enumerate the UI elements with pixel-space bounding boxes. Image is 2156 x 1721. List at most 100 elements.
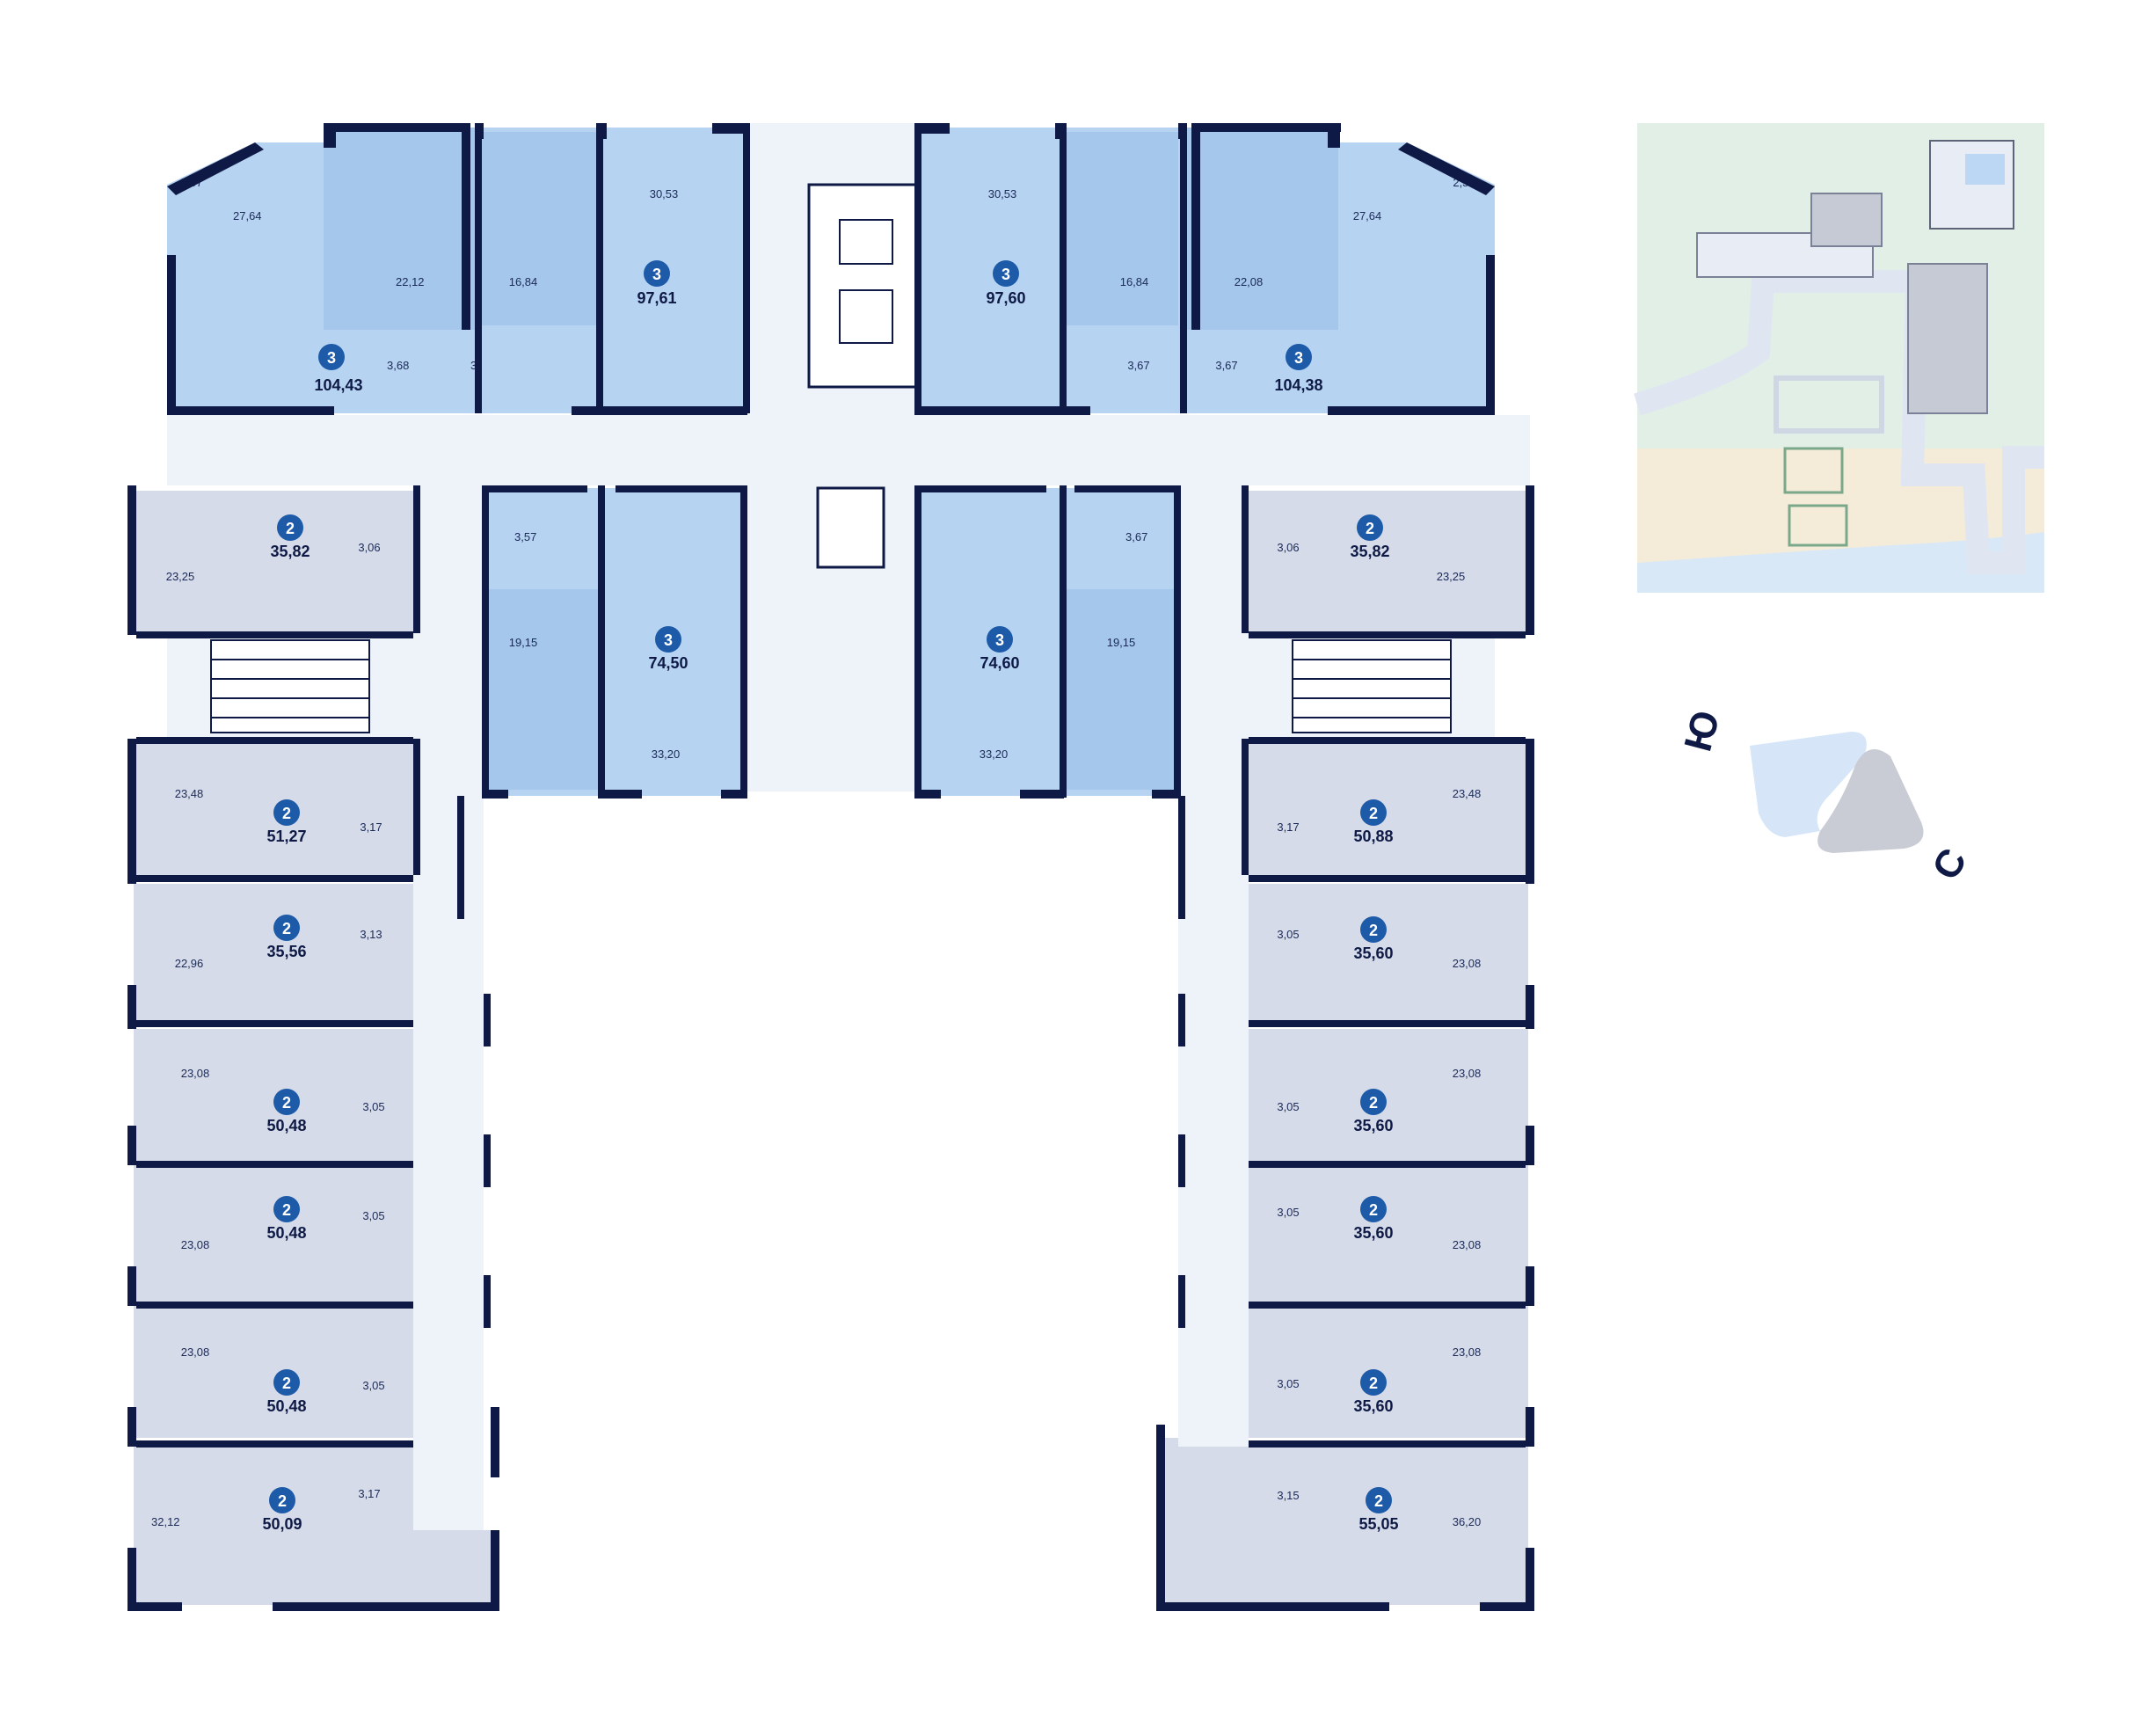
apartment-a4-rooms: 3 — [1294, 349, 1303, 367]
apartment-r7-fill — [1162, 1438, 1528, 1605]
apartment-a6-area-2: 33,20 — [980, 747, 1009, 761]
apartment-a6-badge-icon — [987, 626, 1013, 653]
apartment-r1[interactable]: 3,06 23,25 2 35,82 — [1249, 491, 1528, 631]
apartment-a3-area-1: 16,84 — [1120, 275, 1149, 288]
apartment-r4[interactable]: 3,05 23,08 2 35,60 — [1249, 1029, 1528, 1161]
apartment-l7-fill — [134, 1447, 499, 1605]
apartment-a2-rooms: 3 — [652, 266, 661, 283]
apartment-r3-fill — [1249, 884, 1528, 1020]
apartment-l1[interactable]: 23,25 3,06 2 35,82 — [134, 491, 413, 631]
apartment-a1-badge-icon — [318, 344, 345, 370]
apartment-l4-area: 50,48 — [266, 1117, 306, 1134]
apartment-l2[interactable]: 23,48 3,17 2 51,27 — [134, 743, 413, 875]
apartment-r6[interactable]: 3,05 23,08 2 35,60 — [1249, 1306, 1528, 1438]
apartment-r5[interactable]: 3,05 23,08 2 35,60 — [1249, 1165, 1528, 1302]
apartment-l6-area: 50,48 — [266, 1397, 306, 1415]
apartment-a2-room — [482, 132, 596, 325]
apartment-l6-fill — [134, 1306, 413, 1438]
apartment-r1-fill — [1249, 491, 1528, 631]
apartment-a1[interactable]: 2,57 27,64 22,12 3,68 3,88 3 104,43 — [167, 128, 492, 413]
compass-south-label: Ю — [1676, 706, 1728, 756]
apartment-l6[interactable]: 23,08 3,05 2 50,48 — [134, 1306, 413, 1438]
apartment-r3-rooms: 2 — [1369, 922, 1378, 939]
apartment-r2-area-1: 23,48 — [1453, 787, 1482, 800]
apartment-l7-area-1: 3,17 — [358, 1487, 380, 1500]
apartment-a4-area-0: 22,08 — [1235, 275, 1264, 288]
site-map — [1634, 123, 2044, 593]
apartment-r3-area-1: 23,08 — [1453, 957, 1482, 970]
apartment-l3-area: 35,56 — [266, 943, 306, 960]
apartment-a1-area-2: 22,12 — [396, 275, 425, 288]
apartment-l5[interactable]: 23,08 3,05 2 50,48 — [134, 1165, 413, 1302]
apartment-r4-badge-icon — [1360, 1089, 1387, 1115]
apartment-r2-fill — [1249, 743, 1528, 875]
apartment-l1-badge-icon — [277, 514, 303, 541]
apartment-r3[interactable]: 3,05 23,08 2 35,60 — [1249, 884, 1528, 1020]
walls — [127, 123, 1534, 1611]
apartment-a4-badge-icon — [1286, 344, 1312, 370]
apartment-l5-rooms: 2 — [282, 1201, 291, 1219]
apartment-r2-area-0: 3,17 — [1277, 820, 1299, 834]
apartment-l7[interactable]: 32,12 3,17 2 50,09 — [134, 1447, 499, 1605]
apartment-r7-area-1: 36,20 — [1453, 1515, 1482, 1528]
apartment-a4-area-3: 27,64 — [1353, 209, 1382, 222]
apartment-r7-rooms: 2 — [1374, 1492, 1383, 1510]
apartment-l3[interactable]: 22,96 3,13 2 35,56 — [134, 884, 413, 1020]
apartment-a5[interactable]: 3,57 19,15 33,20 3 74,50 — [482, 488, 747, 796]
apartment-l4[interactable]: 23,08 3,05 2 50,48 — [134, 1029, 413, 1161]
apartment-a6-area: 74,60 — [980, 654, 1019, 672]
apartment-r2[interactable]: 3,17 23,48 2 50,88 — [1249, 743, 1528, 875]
apartment-r6-rooms: 2 — [1369, 1375, 1378, 1392]
apartment-r6-fill — [1249, 1306, 1528, 1438]
apartment-a2[interactable]: 16,84 30,53 3 97,61 — [475, 128, 747, 413]
apartment-r1-area-1: 23,25 — [1437, 570, 1466, 583]
apartment-a6[interactable]: 3,67 19,15 33,20 3 74,60 — [914, 488, 1180, 796]
apartment-l3-area-1: 3,13 — [360, 928, 382, 941]
apartment-l4-area-1: 3,05 — [362, 1100, 384, 1113]
site-map-building-south — [1907, 263, 1988, 414]
apartment-a2-area: 97,61 — [637, 289, 676, 307]
apartment-r6-badge-icon — [1360, 1369, 1387, 1396]
apartment-r5-rooms: 2 — [1369, 1201, 1378, 1219]
apartment-r5-area-1: 23,08 — [1453, 1238, 1482, 1251]
apartment-r4-area: 35,60 — [1353, 1117, 1393, 1134]
apartment-l2-area-0: 23,48 — [175, 787, 204, 800]
site-map-court-2-icon — [1788, 504, 1848, 547]
apartment-l3-rooms: 2 — [282, 920, 291, 937]
apartment-a1-room — [324, 128, 475, 330]
apartment-r7[interactable]: 3,15 36,20 2 55,05 — [1162, 1438, 1528, 1605]
apartment-r1-badge-icon — [1357, 514, 1383, 541]
site-map-court-1-icon — [1783, 447, 1844, 494]
apartment-r5-fill — [1249, 1165, 1528, 1302]
apartment-l6-area-0: 23,08 — [181, 1345, 210, 1359]
apartment-r4-area-1: 23,08 — [1453, 1067, 1482, 1080]
apartment-a1-area-1: 27,64 — [233, 209, 262, 222]
apartment-a2-badge-icon — [644, 260, 670, 287]
apartment-r1-area: 35,82 — [1350, 543, 1389, 560]
apartment-l2-badge-icon — [273, 799, 300, 826]
apartment-a5-area-1: 19,15 — [509, 636, 538, 649]
apartment-r3-area: 35,60 — [1353, 944, 1393, 962]
apartment-r4-area-0: 3,05 — [1277, 1100, 1299, 1113]
apartment-r2-area: 50,88 — [1353, 828, 1393, 845]
apartment-l1-rooms: 2 — [286, 520, 295, 537]
stairs-left-icon — [210, 639, 370, 733]
apartment-l1-area-0: 23,25 — [166, 570, 195, 583]
site-map-sea — [1637, 532, 2044, 593]
apartment-l4-rooms: 2 — [282, 1094, 291, 1112]
apartment-l4-badge-icon — [273, 1089, 300, 1115]
compass: Ю С — [1676, 706, 1975, 887]
apartment-l5-area: 50,48 — [266, 1224, 306, 1242]
apartment-l1-area: 35,82 — [270, 543, 310, 560]
apartment-a4-area-1: 3,67 — [1127, 359, 1149, 372]
apartment-a6-area-1: 19,15 — [1107, 636, 1136, 649]
apartment-a4-room — [1187, 128, 1338, 330]
apartment-a4[interactable]: 22,08 3,67 3,67 27,64 2,57 3 104,38 — [1127, 128, 1495, 413]
apartment-l6-badge-icon — [273, 1369, 300, 1396]
apartment-r4-rooms: 2 — [1369, 1094, 1378, 1112]
apartment-a3-badge-icon — [993, 260, 1019, 287]
apartment-l5-fill — [134, 1165, 413, 1302]
apartment-a5-rooms: 3 — [664, 631, 673, 649]
apartment-a3[interactable]: 30,53 16,84 3 97,60 — [914, 128, 1187, 413]
apartment-r2-badge-icon — [1360, 799, 1387, 826]
